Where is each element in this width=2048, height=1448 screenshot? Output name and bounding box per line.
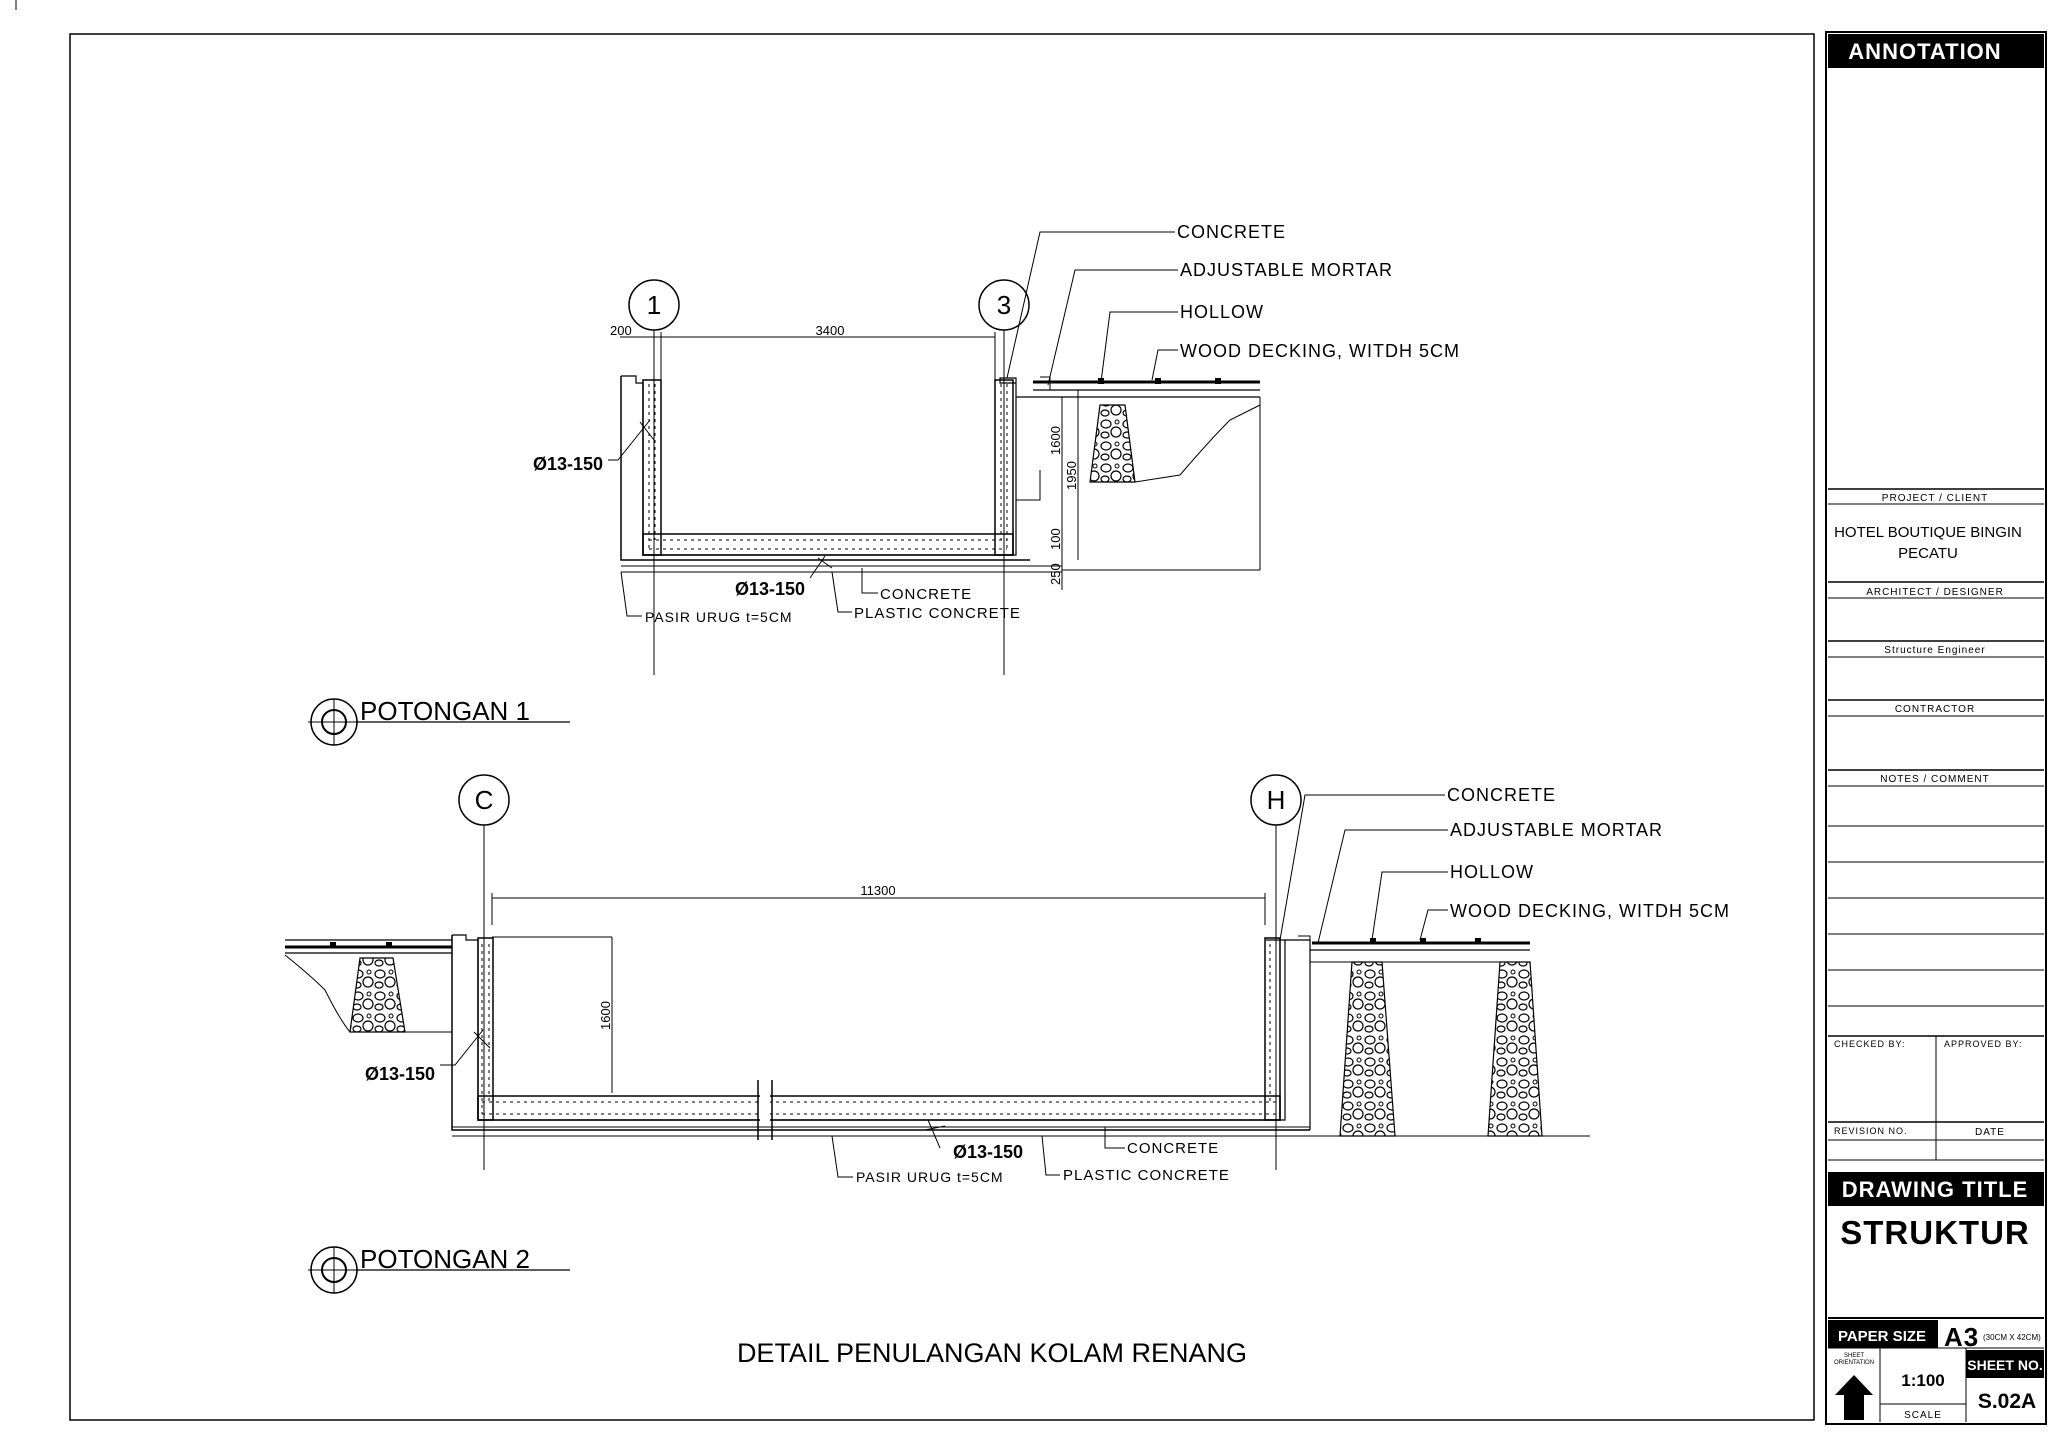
- project-name-line2: PECATU: [1898, 545, 1958, 562]
- section-1: 1 3 200 3400: [308, 222, 1460, 746]
- rebar-wall-label: Ø13-150: [533, 454, 603, 474]
- rebar-floor-label: Ø13-150: [735, 579, 805, 599]
- axis-label-1: 1: [647, 290, 661, 320]
- section-2-title: POTONGAN 2: [360, 1244, 530, 1274]
- dim-width-3400: 3400: [816, 323, 845, 338]
- label-pasir-urug: PASIR URUG t=5CM: [645, 609, 793, 625]
- drawing-title-value: STRUKTUR: [1840, 1214, 2029, 1251]
- label-plastic-concrete-s2: PLASTIC CONCRETE: [1063, 1167, 1230, 1184]
- stone-pillar: [1089, 404, 1136, 483]
- title-block: ANNOTATION PROJECT / CLIENT HOTEL BOUTIQ…: [1825, 31, 2047, 1425]
- structure-engineer-label: Structure Engineer: [1884, 645, 1985, 656]
- section-1-title: POTONGAN 1: [360, 696, 530, 726]
- pool-wall-left-s2: [477, 937, 494, 1121]
- label-bottom-concrete-s2: CONCRETE: [1127, 1140, 1219, 1157]
- annotation-header: ANNOTATION: [1848, 39, 2001, 64]
- dim-wall-thickness: 200: [610, 323, 632, 338]
- dim-base-250: 250: [1048, 563, 1063, 585]
- sheet-orientation-line2: ORIENTATION: [1834, 1360, 1874, 1366]
- label-plastic-concrete: PLASTIC CONCRETE: [854, 605, 1021, 622]
- dim-depth-1600-s2: 1600: [598, 1001, 613, 1030]
- scale-value: 1:100: [1901, 1371, 1944, 1390]
- pool-slab-s2: [477, 1095, 1281, 1121]
- drawing-main-title: DETAIL PENULANGAN KOLAM RENANG: [737, 1338, 1247, 1368]
- dim-depth-1950: 1950: [1064, 461, 1079, 490]
- label-wood-decking-s2: WOOD DECKING, WITDH 5CM: [1450, 901, 1730, 921]
- rebar-floor-label-s2: Ø13-150: [953, 1142, 1023, 1162]
- paper-size-label: PAPER SIZE: [1838, 1328, 1926, 1345]
- label-adjustable-mortar-s2: ADJUSTABLE MORTAR: [1450, 820, 1663, 840]
- architect-label: ARCHITECT / DESIGNER: [1866, 587, 2004, 598]
- axis-label-3: 3: [997, 290, 1011, 320]
- dim-width-11300: 11300: [860, 883, 895, 898]
- drawing-frame: [69, 33, 1815, 1421]
- scale-label: SCALE: [1904, 1410, 1942, 1421]
- stone-pillar-right-2: [1487, 961, 1543, 1137]
- sheet-orientation-line1: SHEET: [1844, 1353, 1864, 1359]
- label-hollow-s2: HOLLOW: [1450, 862, 1534, 882]
- dim-base-100: 100: [1048, 528, 1063, 550]
- north-arrow-icon: [1835, 1375, 1873, 1420]
- rebar-wall-label-s2: Ø13-150: [365, 1064, 435, 1084]
- label-wood-decking: WOOD DECKING, WITDH 5CM: [1180, 341, 1460, 361]
- axis-label-h: H: [1267, 785, 1286, 815]
- label-concrete: CONCRETE: [1177, 222, 1286, 242]
- sheet-no-label: SHEET NO.: [1967, 1357, 2042, 1373]
- pool-wall-left: [642, 379, 662, 556]
- paper-size-dims: (30CM X 42CM): [1983, 1333, 2041, 1342]
- project-label: PROJECT / CLIENT: [1882, 493, 1988, 504]
- checked-by-label: CHECKED BY:: [1834, 1039, 1906, 1049]
- label-concrete-s2: CONCRETE: [1447, 785, 1556, 805]
- drawing-title-header: DRAWING TITLE: [1842, 1177, 2029, 1202]
- label-bottom-concrete: CONCRETE: [880, 586, 972, 603]
- sheet-no-value: S.02A: [1978, 1390, 2036, 1413]
- contractor-label: CONTRACTOR: [1895, 704, 1975, 715]
- label-hollow: HOLLOW: [1180, 302, 1264, 322]
- notes-label: NOTES / COMMENT: [1880, 774, 1989, 785]
- pool-slab: [642, 533, 1014, 556]
- dim-depth-1600: 1600: [1048, 426, 1063, 455]
- label-adjustable-mortar: ADJUSTABLE MORTAR: [1180, 260, 1393, 280]
- stone-pillar-left: [349, 957, 406, 1033]
- axis-label-c: C: [475, 785, 494, 815]
- revision-label: REVISION NO.: [1834, 1126, 1908, 1136]
- stone-pillar-right-1: [1339, 961, 1396, 1137]
- project-name-line1: HOTEL BOUTIQUE BINGIN: [1834, 524, 2022, 541]
- paper-size-value: A3: [1944, 1322, 1979, 1352]
- approved-by-label: APPROVED BY:: [1944, 1039, 2023, 1049]
- section-2: C H 11300 1600: [284, 774, 1730, 1294]
- pool-wall-right-s2: [1264, 937, 1281, 1121]
- date-label: DATE: [1975, 1127, 2005, 1138]
- label-pasir-urug-s2: PASIR URUG t=5CM: [856, 1169, 1004, 1185]
